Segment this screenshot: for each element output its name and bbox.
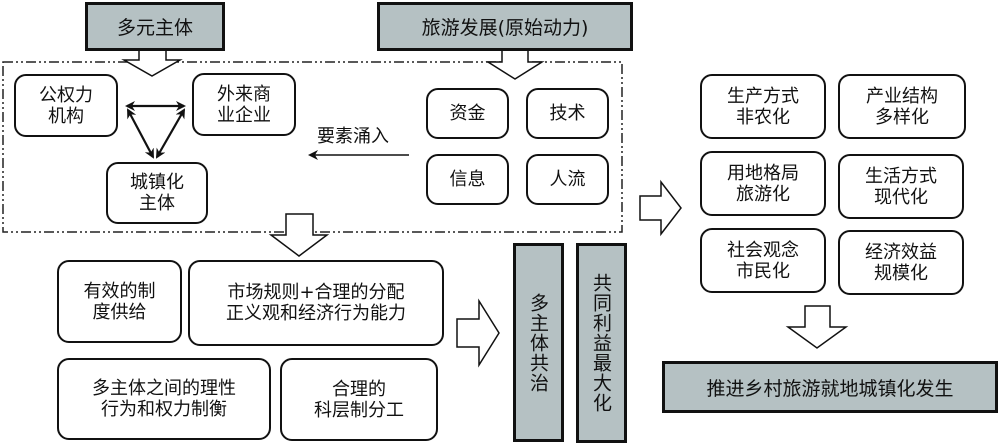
co-governance-label: 多主体共治 [527, 292, 549, 393]
division-label: 合理的 科层制分工 [314, 378, 404, 421]
outcome-label: 用地格局 旅游化 [727, 162, 799, 205]
outcome-box: 经济效益 规模化 [838, 230, 964, 295]
tourism-box: 旅游发展(原始动力) [377, 2, 633, 51]
outcome-label: 经济效益 规模化 [865, 241, 937, 284]
arrow-public-urban [127, 108, 154, 159]
element-item: 技术 [526, 88, 609, 139]
institution-box: 有效的制 度供给 [57, 260, 182, 343]
outside-business-box: 外来商 业企业 [192, 73, 296, 136]
outcome-box: 生活方式 现代化 [838, 154, 964, 219]
outside-business-label: 外来商 业企业 [217, 83, 271, 126]
element-item: 资金 [426, 88, 509, 139]
outcome-label: 生产方式 非农化 [727, 85, 799, 128]
public-power-label: 公权力 机构 [39, 84, 93, 127]
actors-box: 多元主体 [85, 2, 225, 51]
arrow-outside-urban [156, 108, 185, 159]
block-arrow-down-result [785, 305, 849, 349]
element-label: 人流 [549, 169, 586, 190]
rational-behavior-box: 多主体之间的理性 行为和权力制衡 [57, 358, 271, 440]
element-item: 人流 [526, 154, 609, 205]
actors-elements-frame [2, 61, 623, 233]
block-arrow-right-conditions [456, 298, 500, 368]
tourism-label: 旅游发展(原始动力) [421, 17, 589, 39]
co-governance-box: 多主体共治 [513, 243, 564, 442]
rational-behavior-label: 多主体之间的理性 行为和权力制衡 [92, 378, 236, 420]
urbanization-subject-box: 城镇化 主体 [106, 162, 208, 224]
element-label: 资金 [449, 103, 486, 124]
outcome-box: 社会观念 市民化 [700, 228, 826, 293]
outcome-label: 社会观念 市民化 [727, 239, 799, 282]
urbanization-subject-label: 城镇化 主体 [130, 172, 184, 214]
market-label: 市场规则+合理的分配 正义观和经济行为能力 [226, 282, 406, 324]
block-arrow-down-frame [268, 213, 330, 257]
institution-label: 有效的制 度供给 [83, 280, 156, 323]
element-label: 信息 [449, 169, 486, 190]
elements-flow-label: 要素涌入 [317, 126, 389, 147]
block-arrow-right-outcomes [639, 179, 682, 237]
actors-label: 多元主体 [116, 17, 193, 39]
outcome-label: 生活方式 现代化 [865, 165, 937, 208]
element-label: 技术 [549, 103, 586, 124]
result-box: 推进乡村旅游就地城镇化发生 [662, 361, 998, 413]
public-power-box: 公权力 机构 [14, 74, 118, 137]
outcome-box: 生产方式 非农化 [700, 74, 826, 139]
common-interest-box: 共同利益最大化 [576, 243, 627, 443]
common-interest-label: 共同利益最大化 [590, 273, 612, 413]
outcome-label: 产业结构 多样化 [866, 85, 938, 128]
element-item: 信息 [426, 154, 509, 205]
market-box: 市场规则+合理的分配 正义观和经济行为能力 [188, 260, 444, 346]
division-box: 合理的 科层制分工 [280, 358, 438, 441]
outcome-box: 用地格局 旅游化 [700, 151, 826, 216]
outcome-box: 产业结构 多样化 [838, 74, 966, 139]
result-label: 推进乡村旅游就地城镇化发生 [706, 377, 954, 400]
